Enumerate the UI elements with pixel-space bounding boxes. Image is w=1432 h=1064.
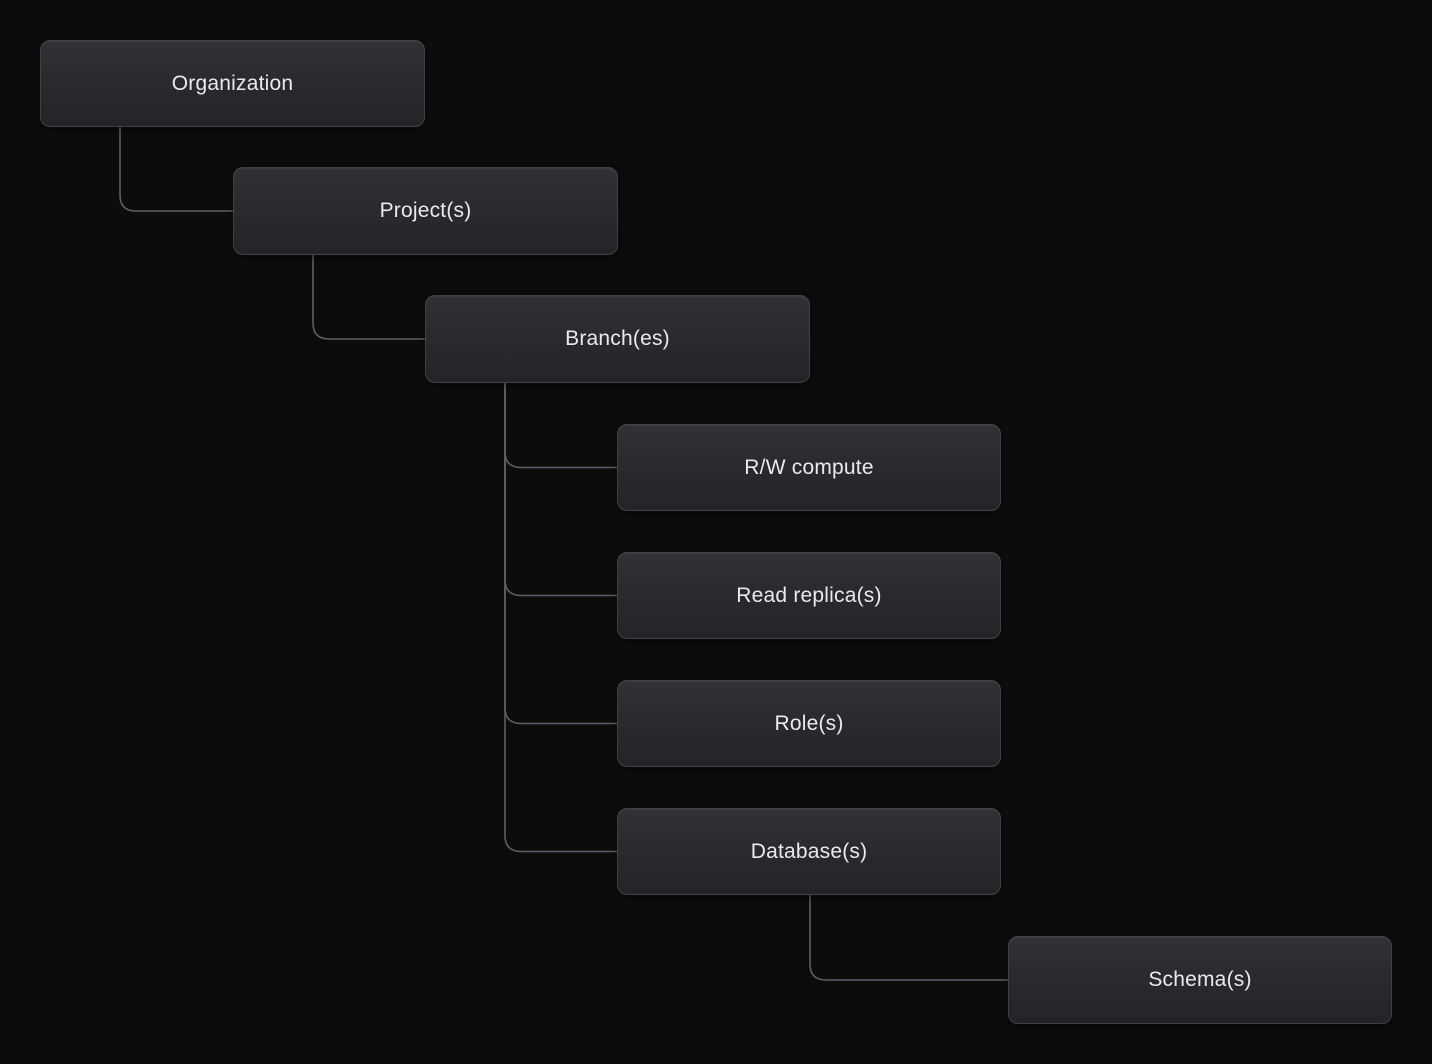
node-projects: Project(s) <box>233 167 618 255</box>
node-label: Read replica(s) <box>736 583 882 607</box>
node-label: R/W compute <box>744 455 874 479</box>
edge-branches-to-roles <box>504 383 617 725</box>
node-branches: Branch(es) <box>425 295 810 383</box>
node-label: Branch(es) <box>565 327 670 350</box>
node-label: Database(s) <box>750 839 868 863</box>
node-rw-compute: R/W compute <box>617 424 1001 511</box>
node-roles: Role(s) <box>617 680 1001 767</box>
edge-organization-to-projects <box>119 127 233 212</box>
node-label: Role(s) <box>774 711 844 735</box>
edge-branches-to-read-replicas <box>504 383 617 597</box>
node-schemas: Schema(s) <box>1008 936 1392 1024</box>
node-label: Project(s) <box>379 199 472 222</box>
edge-projects-to-branches <box>312 255 425 340</box>
node-label: Organization <box>171 71 294 95</box>
node-organization: Organization <box>40 40 425 127</box>
node-label: Schema(s) <box>1148 968 1252 991</box>
node-read-replicas: Read replica(s) <box>617 552 1001 639</box>
edge-branches-to-databases <box>504 383 617 853</box>
edge-databases-to-schemas <box>809 895 1008 981</box>
edge-branches-to-rw-compute <box>504 383 617 469</box>
node-databases: Database(s) <box>617 808 1001 895</box>
